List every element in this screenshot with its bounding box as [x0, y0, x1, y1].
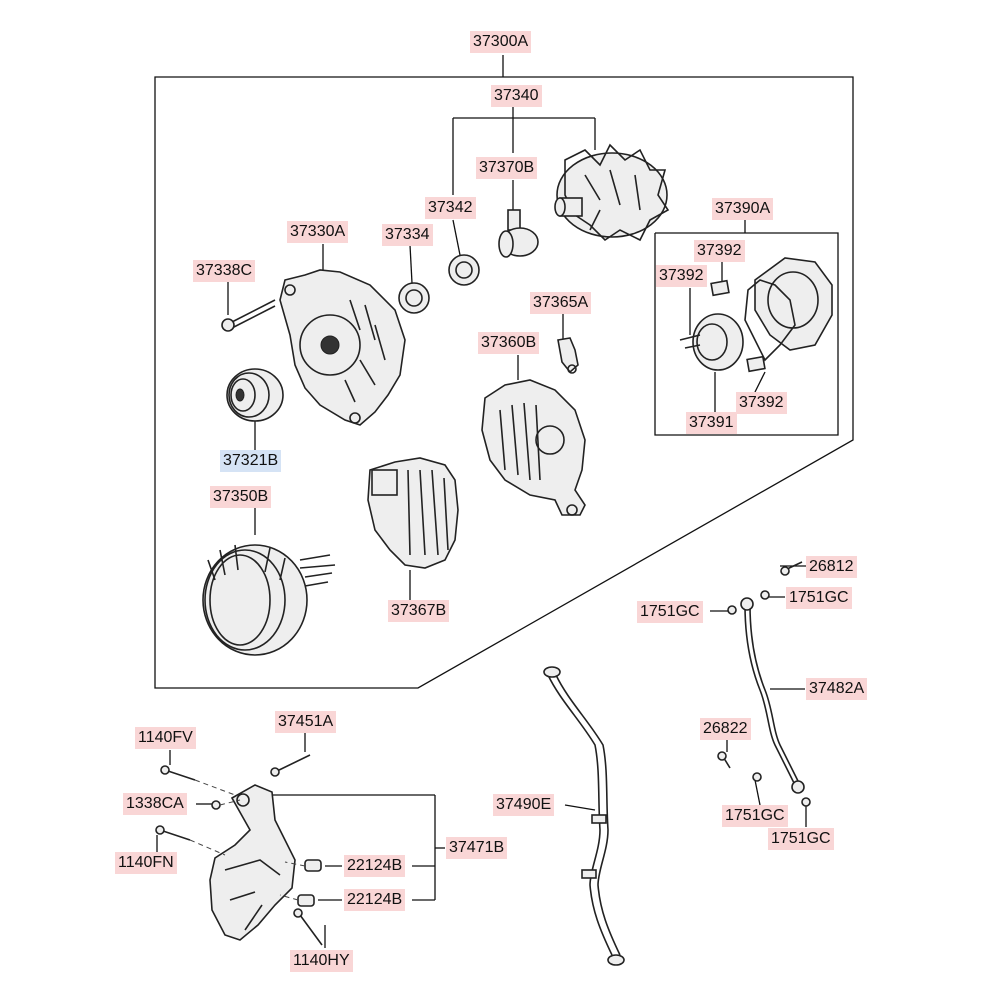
- rear-housing-part: [481, 379, 586, 516]
- label-37300A[interactable]: 37300A: [470, 31, 532, 53]
- dashed-hints: [189, 779, 306, 901]
- label-37392-b[interactable]: 37392: [656, 265, 707, 287]
- regulator-part: [367, 457, 459, 569]
- bearing-37334: [398, 282, 430, 314]
- brush-holder-part: [679, 313, 744, 371]
- bearing-37342: [448, 254, 480, 286]
- label-1751GC-b[interactable]: 1751GC: [637, 601, 703, 623]
- label-37370B[interactable]: 37370B: [476, 157, 538, 179]
- bolt-26822: [717, 751, 731, 769]
- bolt-26812: [780, 561, 803, 576]
- assembly-frame: [154, 55, 854, 689]
- label-37330A[interactable]: 37330A: [287, 221, 349, 243]
- label-37392-c[interactable]: 37392: [736, 392, 787, 414]
- leader-lines: [156, 107, 808, 948]
- label-37342[interactable]: 37342: [425, 197, 476, 219]
- label-37367B[interactable]: 37367B: [388, 600, 450, 622]
- vacuum-pipe-part: [740, 597, 805, 794]
- label-37471B[interactable]: 37471B: [446, 837, 508, 859]
- label-1751GC-c[interactable]: 1751GC: [722, 805, 788, 827]
- dowel-pins-22124B: [297, 859, 322, 907]
- label-1751GC-d[interactable]: 1751GC: [768, 828, 834, 850]
- label-1751GC-a[interactable]: 1751GC: [786, 587, 852, 609]
- label-37482A[interactable]: 37482A: [806, 678, 868, 700]
- gasket-parts: [710, 279, 766, 373]
- through-bolt-part: [221, 299, 276, 332]
- label-37365A[interactable]: 37365A: [530, 292, 592, 314]
- stator-part: [202, 544, 336, 656]
- label-37360B[interactable]: 37360B: [478, 332, 540, 354]
- rear-cover-part: [744, 257, 833, 362]
- rotor-part: [554, 143, 670, 242]
- terminal-part: [557, 337, 579, 374]
- label-37391[interactable]: 37391: [686, 412, 737, 434]
- label-1140HY[interactable]: 1140HY: [290, 950, 353, 972]
- label-26812[interactable]: 26812: [806, 556, 857, 578]
- label-37490E[interactable]: 37490E: [493, 794, 555, 816]
- pulley-part: [226, 368, 284, 422]
- label-37321B[interactable]: 37321B: [220, 450, 282, 472]
- vacuum-hose-part: [543, 666, 625, 966]
- label-37350B[interactable]: 37350B: [210, 486, 272, 508]
- label-37390A[interactable]: 37390A: [712, 198, 774, 220]
- label-22124B-a[interactable]: 22124B: [344, 855, 406, 877]
- slip-ring-part: [498, 209, 539, 258]
- label-1140FV[interactable]: 1140FV: [135, 727, 196, 749]
- washers-1751GC: [727, 590, 811, 807]
- label-37392-a[interactable]: 37392: [694, 240, 745, 262]
- label-26822[interactable]: 26822: [700, 718, 751, 740]
- label-22124B-b[interactable]: 22124B: [344, 889, 406, 911]
- label-37338C[interactable]: 37338C: [193, 260, 256, 282]
- front-housing-part: [279, 269, 406, 426]
- bracket-part: [209, 784, 296, 941]
- cover-kit-frame: [654, 232, 839, 436]
- bolts-bracket: [155, 754, 323, 946]
- label-37340[interactable]: 37340: [491, 85, 542, 107]
- label-37334[interactable]: 37334: [382, 224, 433, 246]
- label-1140FN[interactable]: 1140FN: [115, 852, 177, 874]
- label-37451A[interactable]: 37451A: [275, 711, 337, 733]
- label-1338CA[interactable]: 1338CA: [123, 793, 187, 815]
